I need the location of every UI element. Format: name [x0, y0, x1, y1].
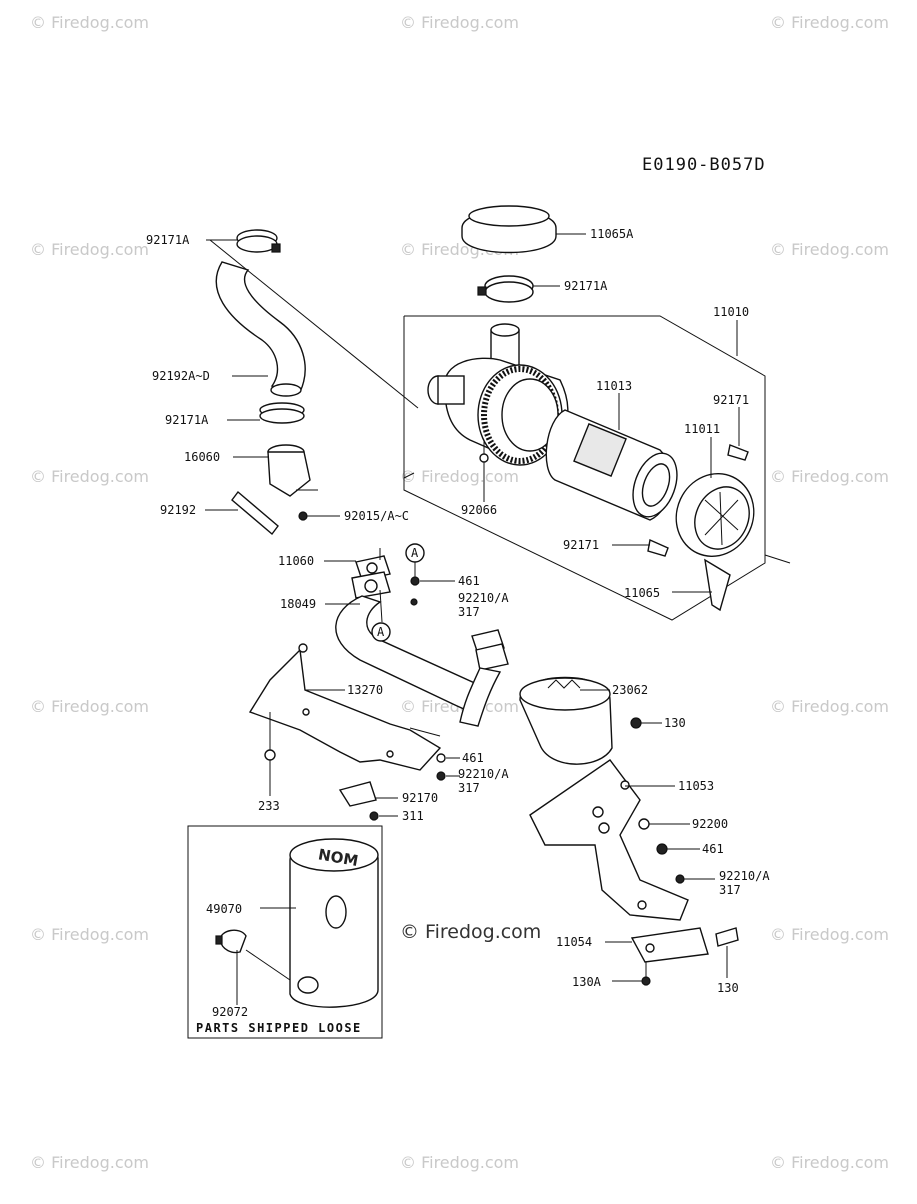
watermark: © Firedog.com — [770, 1153, 889, 1172]
part-label: 49070 — [206, 902, 242, 916]
part-label: 13270 — [347, 683, 383, 697]
part-label: 317 — [458, 781, 480, 795]
filter-element — [545, 393, 678, 521]
part-label: 461 — [702, 842, 724, 856]
part-label: 92066 — [461, 503, 497, 517]
part-label: 92170 — [402, 791, 438, 805]
part-label: 11010 — [713, 305, 749, 319]
air-cleaner-cover — [461, 205, 586, 254]
part-label: 92200 — [692, 817, 728, 831]
part-label: 130A — [572, 975, 602, 989]
loose-parts-box: NOM PARTS SHIPPED LOOSE — [187, 825, 383, 1039]
watermark: © Firedog.com — [400, 1153, 519, 1172]
callout-a-marks: A A — [371, 543, 455, 642]
part-label: 92171A — [146, 233, 190, 247]
part-label: 311 — [402, 809, 424, 823]
watermarks: © Firedog.com © Firedog.com © Firedog.co… — [30, 13, 889, 1172]
watermark: © Firedog.com — [30, 1153, 149, 1172]
part-label: 92171 — [563, 538, 599, 552]
watermark: © Firedog.com — [30, 467, 149, 486]
intake-hose — [205, 229, 340, 536]
part-label: 92171 — [713, 393, 749, 407]
part-label: 11054 — [556, 935, 592, 949]
upper-clamp — [477, 275, 560, 303]
watermark: © Firedog.com — [30, 697, 149, 716]
part-labels: 92171A 92192A~D 92171A 16060 92192 92015… — [146, 227, 770, 1019]
watermark: © Firedog.com — [770, 13, 889, 32]
part-label: 92171A — [564, 279, 608, 293]
callout-letter: A — [377, 625, 385, 639]
watermark: © Firedog.com — [30, 13, 149, 32]
part-label: 16060 — [184, 450, 220, 464]
watermark: © Firedog.com — [770, 925, 889, 944]
part-label: 11013 — [596, 379, 632, 393]
part-label: 92192A~D — [152, 369, 210, 383]
part-label: 92015/A~C — [344, 509, 409, 523]
part-label: 92210/A — [458, 591, 509, 605]
part-label: 130 — [717, 981, 739, 995]
part-label: 11065 — [624, 586, 660, 600]
part-label: 11011 — [684, 422, 720, 436]
center-watermark: © Firedog.com — [400, 921, 541, 943]
part-label: 23062 — [612, 683, 648, 697]
heat-shield — [248, 643, 460, 821]
part-label: 130 — [664, 716, 686, 730]
clip-right — [727, 407, 749, 461]
part-label: 92192 — [160, 503, 196, 517]
filter-cap — [675, 437, 755, 612]
part-label: 92210/A — [458, 767, 509, 781]
callout-letter: A — [411, 546, 419, 560]
lower-bracket — [605, 927, 739, 986]
clip-low — [612, 538, 669, 557]
part-label: 92210/A — [719, 869, 770, 883]
box-caption: PARTS SHIPPED LOOSE — [196, 1021, 362, 1035]
part-label: 233 — [258, 799, 280, 813]
muffler-bracket — [529, 759, 715, 921]
watermark: © Firedog.com — [30, 240, 149, 259]
part-label: 11065A — [590, 227, 634, 241]
part-label: 461 — [458, 574, 480, 588]
part-label: 92072 — [212, 1005, 248, 1019]
watermark: © Firedog.com — [770, 240, 889, 259]
watermark: © Firedog.com — [770, 697, 889, 716]
watermark: © Firedog.com — [400, 13, 519, 32]
watermark: © Firedog.com — [770, 467, 889, 486]
part-label: 11053 — [678, 779, 714, 793]
part-label: 11060 — [278, 554, 314, 568]
watermark: © Firedog.com — [30, 925, 149, 944]
part-label: 317 — [719, 883, 741, 897]
part-label: 18049 — [280, 597, 316, 611]
air-cleaner-frame — [209, 239, 766, 621]
diagram-code: E0190-B057D — [642, 155, 766, 175]
watermark: © Firedog.com — [400, 467, 519, 486]
part-label: 317 — [458, 605, 480, 619]
part-label: 461 — [462, 751, 484, 765]
part-label: 92171A — [165, 413, 209, 427]
muffler-band — [519, 676, 662, 765]
leader — [764, 554, 791, 564]
exhaust-pipe — [324, 548, 509, 727]
